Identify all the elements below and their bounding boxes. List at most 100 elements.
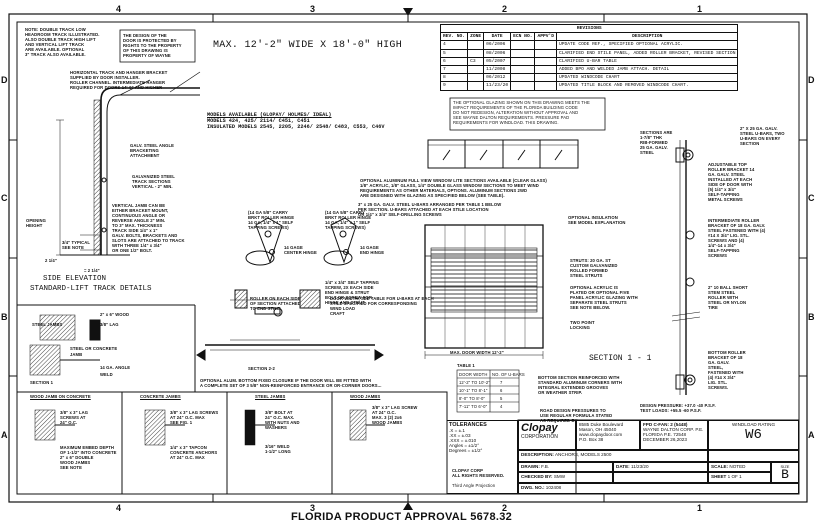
zone-left-b: B [1,312,8,322]
title-date: DATE: 11/23/20 [613,462,708,472]
zone-bottom-4: 4 [116,503,122,513]
section-2-2-title: SECTION 2-2 [248,366,275,371]
zone-bottom-2: 2 [502,503,508,513]
label-ubars-right: 2" X 25 GA. GALV.STEEL U-BARS, TWO U-BAR… [740,126,785,146]
jamb-title-steel: STEEL JAMBS [255,394,286,399]
label-window-options: OPTIONAL ALUMINUM FULL VIEW WINDOW LITE … [360,178,547,198]
label-quarter: 2 1/4" [45,258,57,263]
zone-left-d: D [1,75,8,85]
zone-bottom-1: 1 [697,503,703,513]
label-u-bars: 3" x 25 GA. GALV. STEEL U-BARS ARRANGED … [358,202,502,217]
label-steel-concrete: STEEL OR CONCRETE [70,346,118,351]
side-elevation-subtitle: STANDARD-LIFT TRACK DETAILS [30,285,152,293]
table1-title: TABLE 1 [457,363,475,368]
third-angle-projection: Third Angle Projection [452,483,496,488]
left-detail-title: SECTION 1 [30,380,54,385]
zone-right-d: D [808,75,815,85]
table1-head-ubars: NO. OF U-BARS [492,372,525,377]
table1-cell: 7'-11" TO 6'-0" [459,404,488,409]
zone-right-b: B [808,312,815,322]
label-weld: WELD [100,372,113,377]
zone-top-3: 3 [310,4,316,14]
table1-cell: 6 [500,388,503,393]
title-logo: Clopay CORPORATION [518,420,576,450]
table1-cell: 4 [500,404,503,409]
zone-right-c: C [808,193,815,203]
title-blank-2 [613,472,708,483]
zone-left-a: A [1,430,8,440]
side-elevation-title: SIDE ELEVATION [43,275,107,283]
table1-cell: 12'-2" TO 10'-2" [459,380,490,385]
title-checked: CHECKED BY: SMW [518,472,613,483]
revisions-title: REVISIONS [439,23,739,34]
zone-top-4: 4 [116,4,122,14]
max-size-title: MAX. 12'-2" WIDE X 18'-0" HIGH [213,40,403,51]
title-size: SIZE B [771,462,799,483]
models-list: MODELS AVAILABLE (GLOPAY/ HOLMES/ IDEAL)… [207,112,385,130]
footer-approval: FLORIDA PRODUCT APPROVAL 5678.32 [291,511,513,523]
company-logo: Clopay [521,422,558,434]
label-steel-jambs: STEEL JAMBS [32,322,63,327]
jamb-title-wood-concrete: WOOD JAMB ON CONCRETE [30,394,91,399]
zone-top-2: 2 [502,4,508,14]
zone-left-c: C [1,193,8,203]
section-1-1-title: SECTION 1 - 1 [589,354,652,363]
zone-bottom-3: 3 [310,503,316,513]
label-bottom-corner: DOOR WIDTH, SEE TABLE FOR U-BARS AT EACH… [330,296,434,316]
title-dwg-no: DWG. NO.: 102408 [518,483,799,494]
title-fpd: FPD C-FAN: 2 (5448) WAYNE DALTON CORP. P… [640,420,708,450]
table1-cell: 7 [500,380,503,385]
jamb-title-wood: WOOD JAMBS [350,394,381,399]
note-optional-glazing: THE OPTIONAL GLAZING SHOWN ON THIS DRAWI… [453,100,590,125]
label-jamb: JAMB [70,352,83,357]
title-description: DESCRIPTION: ANCHORS, MODELS 2500 [518,450,708,462]
label-angle: 14 GA. ANGLE [100,365,131,370]
label-lag: 3/8" LAG [100,322,119,327]
title-scale: SCALE: NOTED [708,462,771,472]
label-dim: = 2 1/4" [84,268,100,273]
title-sheet: SHEET 1 OF 1 [708,472,771,483]
title-windload: WINDLOAD RATING W6 [708,420,799,450]
label-design-pressure: DESIGN PRESSURE: +37.0 -40 P.S.F.TEST LO… [640,403,716,413]
table1-cell: 8'-0" TO 8'-0" [459,396,486,401]
zone-right-a: A [808,430,815,440]
title-tolerances: TOLERANCES .X = ±.1.XX = ±.03 .XXX = ±.0… [447,420,518,494]
table1-cell: 5 [500,396,503,401]
label-wood: 2" x 6" WOOD [100,312,130,317]
